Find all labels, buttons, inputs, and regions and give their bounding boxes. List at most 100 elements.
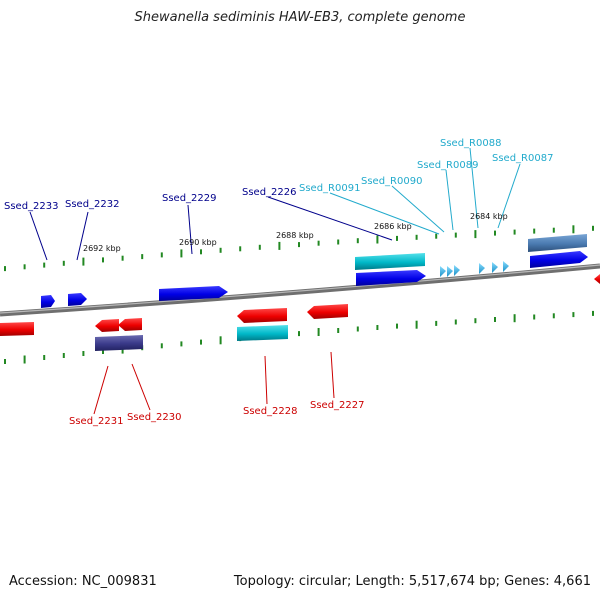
scale-tick (552, 313, 555, 319)
scale-tick (4, 266, 6, 272)
label-ssed-2232: Ssed_2232 (65, 199, 120, 210)
scale-tick (278, 241, 281, 250)
scale-tick (356, 326, 359, 332)
label-ssed-2227: Ssed_2227 (310, 400, 365, 411)
scale-tick (533, 314, 536, 320)
label-ssed-2228: Ssed_2228 (243, 406, 298, 417)
scale-tick (513, 314, 516, 323)
scale-tick (82, 257, 85, 266)
gene-ssed-2231 (95, 319, 119, 332)
scale-tick (102, 257, 104, 263)
gene-ssed-2233 (41, 295, 55, 308)
leader-ssed-r0087 (497, 163, 521, 229)
scale-tick (474, 230, 477, 239)
scale-tick (200, 339, 202, 345)
scale-tick (200, 249, 202, 255)
scale-tick (180, 341, 183, 347)
gene-ssed-2226 (356, 270, 426, 286)
scale-tick (317, 328, 320, 336)
kbp-label: 2684 kbp (470, 212, 508, 221)
scale-tick (454, 319, 457, 325)
scale-tick (23, 264, 26, 270)
scale-tick (396, 235, 398, 241)
scale-tick (415, 234, 418, 240)
leader-ssed-2232 (76, 211, 89, 261)
scale-tick (219, 247, 222, 253)
leader-ssed-2226 (267, 196, 393, 241)
gene-ssed-2232 (68, 293, 87, 306)
leader-ssed-2233 (29, 211, 48, 261)
scale-tick (552, 227, 555, 233)
scale-tick (160, 252, 163, 258)
scale-tick (572, 312, 575, 318)
kbp-label: 2692 kbp (83, 244, 121, 253)
rna-ssed-r0088 (479, 263, 485, 274)
scale-tick (121, 255, 124, 261)
accession-text: Accession: NC_009831 (9, 574, 157, 589)
scale-tick (43, 262, 46, 268)
genome-backbone-highlight (0, 264, 600, 314)
genome-backbone (0, 263, 600, 317)
kbp-label: 2688 kbp (276, 231, 314, 240)
gene-ssed-2227 (307, 304, 348, 319)
scale-tick (317, 240, 320, 246)
genome-summary-text: Topology: circular; Length: 5,517,674 bp… (233, 574, 591, 589)
label-ssed-r0087: Ssed_R0087 (492, 153, 553, 164)
scale-tick (415, 320, 418, 329)
rna-ssed-r0091 (440, 266, 446, 277)
forward-features (41, 234, 588, 308)
scale-tick (102, 349, 104, 354)
kbp-label: 2690 kbp (179, 238, 217, 247)
scale-tick (454, 232, 457, 238)
gene-ssed-2224 (594, 274, 600, 284)
scale-tick (513, 229, 516, 235)
cds-purple-1 (95, 336, 120, 351)
tick-row-upper (4, 225, 594, 272)
leader-ssed-2229 (187, 204, 193, 255)
scale-tick (376, 235, 379, 244)
scale-tick (160, 343, 163, 349)
gene-labels-top-blue: Ssed_2233 Ssed_2232 Ssed_2229 Ssed_2226 (4, 187, 297, 212)
label-ssed-2226: Ssed_2226 (242, 187, 297, 198)
gene-labels-top-cyan: Ssed_R0091 Ssed_R0090 Ssed_R0089 Ssed_R0… (299, 138, 553, 194)
leader-ssed-r0089 (445, 169, 454, 231)
tick-row-lower (4, 310, 594, 364)
label-ssed-2230: Ssed_2230 (127, 412, 182, 423)
scale-tick (62, 260, 65, 266)
scale-tick (494, 230, 496, 236)
gene-teal-forward (355, 253, 425, 270)
scale-tick (239, 246, 242, 252)
gene-labels-bottom-red: Ssed_2231 Ssed_2230 Ssed_2228 Ssed_2227 (69, 400, 365, 427)
scale-tick (337, 239, 340, 245)
scale-tick (592, 310, 594, 316)
label-ssed-r0088: Ssed_R0088 (440, 138, 501, 149)
scale-tick (43, 355, 46, 360)
rna-ssed-r0090 (447, 266, 453, 277)
kbp-scale-labels: 2692 kbp 2690 kbp 2688 kbp 2686 kbp 2684… (83, 212, 508, 253)
leader-ssed-2228 (264, 355, 268, 405)
scale-tick (396, 323, 398, 329)
label-ssed-r0091: Ssed_R0091 (299, 183, 360, 194)
leader-ssed-r0090 (391, 185, 445, 233)
label-ssed-2231: Ssed_2231 (69, 416, 124, 427)
scale-tick (592, 225, 594, 231)
scale-tick (533, 228, 536, 234)
gene-ssed-2225 (530, 251, 588, 268)
scale-tick (298, 331, 300, 337)
gene-ssed-2229 (159, 286, 228, 301)
leader-ssed-2227 (330, 351, 335, 399)
kbp-label: 2686 kbp (374, 222, 412, 231)
scale-tick (494, 317, 496, 322)
scale-tick (298, 242, 300, 248)
scale-tick (141, 254, 144, 260)
gene-ssed-2228 (237, 308, 287, 323)
scale-tick (180, 249, 183, 258)
leader-ssed-2230 (131, 363, 151, 411)
scale-tick (82, 351, 85, 356)
scale-tick (376, 325, 379, 330)
reverse-features (0, 274, 600, 351)
label-ssed-r0089: Ssed_R0089 (417, 160, 478, 171)
scale-tick (258, 244, 261, 250)
cds-purple-2 (120, 335, 143, 350)
